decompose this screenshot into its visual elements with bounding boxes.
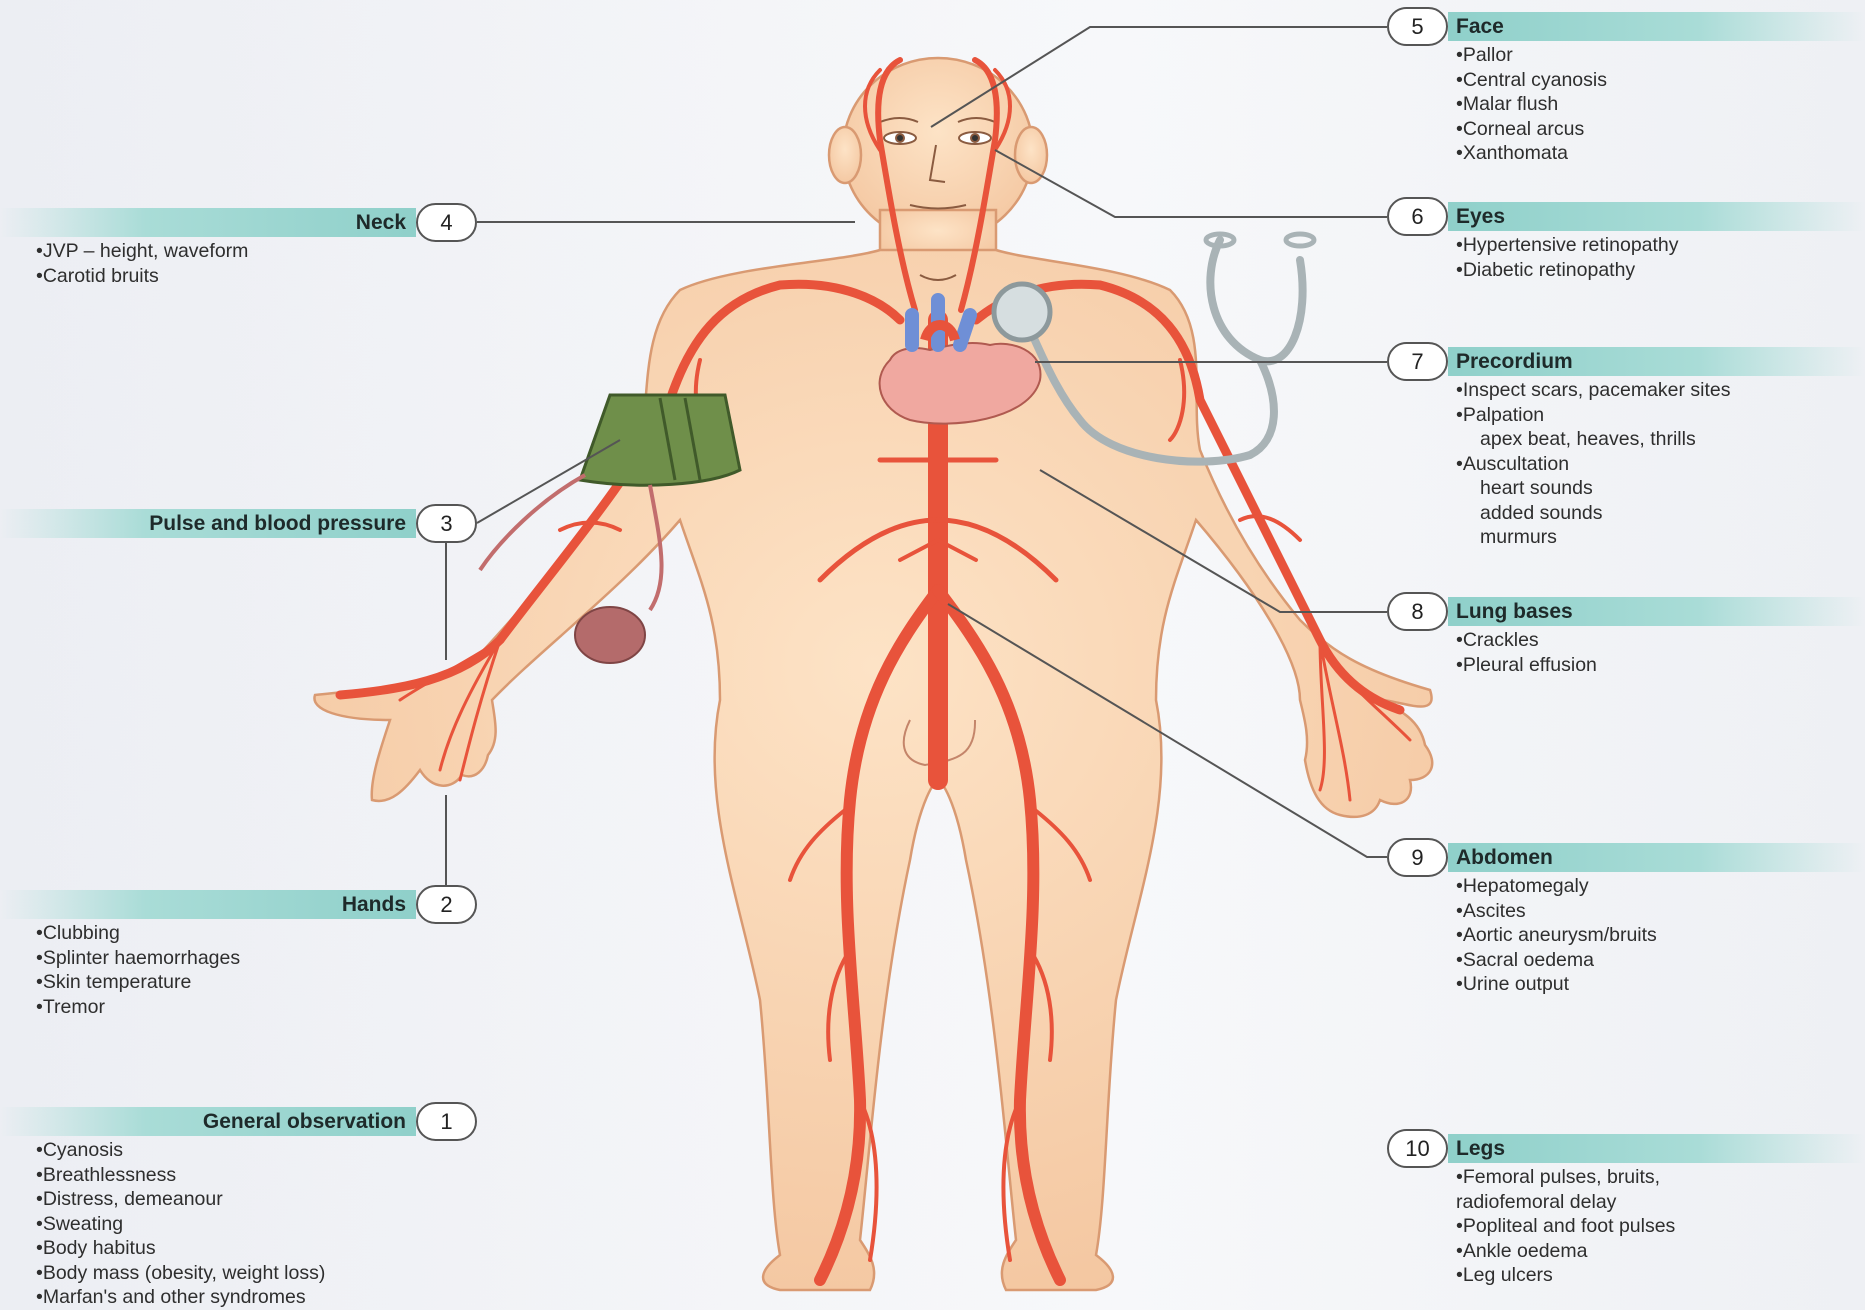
panel-face-number: 5: [1387, 7, 1448, 46]
list-item: Urine output: [1456, 972, 1657, 997]
list-item: Skin temperature: [36, 970, 240, 995]
list-item: Leg ulcers: [1456, 1263, 1675, 1288]
panel-precordium-title: Precordium: [1448, 347, 1865, 376]
panel-neck: Neck 4 JVP – height, waveform Carotid br…: [0, 208, 477, 298]
list-item: Carotid bruits: [36, 264, 248, 289]
list-item: apex beat, heaves, thrills: [1456, 427, 1731, 452]
list-item: added sounds: [1456, 501, 1731, 526]
list-item: Hepatomegaly: [1456, 874, 1657, 899]
panel-legs-title: Legs: [1448, 1134, 1865, 1163]
panel-precordium-number: 7: [1387, 342, 1448, 381]
list-item: Ascites: [1456, 899, 1657, 924]
panel-face: Face 5 Pallor Central cyanosis Malar flu…: [1387, 12, 1865, 172]
panel-general-observation-title: General observation: [0, 1107, 416, 1136]
list-item: Distress, demeanour: [36, 1187, 325, 1212]
list-item: Diabetic retinopathy: [1456, 258, 1679, 283]
body-silhouette: [314, 58, 1432, 1290]
list-item: Tremor: [36, 995, 240, 1020]
list-item: Splinter haemorrhages: [36, 946, 240, 971]
list-item: murmurs: [1456, 525, 1731, 550]
panel-face-title: Face: [1448, 12, 1865, 41]
list-item: Aortic aneurysm/bruits: [1456, 923, 1657, 948]
panel-hands-title: Hands: [0, 890, 416, 919]
panel-eyes-number: 6: [1387, 197, 1448, 236]
list-item: Inspect scars, pacemaker sites: [1456, 378, 1731, 403]
list-item: Auscultation: [1456, 452, 1731, 477]
panel-hands-number: 2: [416, 885, 477, 924]
list-item: Sacral oedema: [1456, 948, 1657, 973]
panel-eyes-title: Eyes: [1448, 202, 1865, 231]
list-item: Xanthomata: [1456, 141, 1607, 166]
panel-abdomen-number: 9: [1387, 838, 1448, 877]
panel-general-observation-list: Cyanosis Breathlessness Distress, demean…: [36, 1138, 325, 1310]
panel-neck-number: 4: [416, 203, 477, 242]
bp-bulb: [575, 607, 645, 663]
list-item: JVP – height, waveform: [36, 239, 248, 264]
list-item: Corneal arcus: [1456, 117, 1607, 142]
panel-abdomen-title: Abdomen: [1448, 843, 1865, 872]
panel-abdomen-list: Hepatomegaly Ascites Aortic aneurysm/bru…: [1456, 874, 1657, 997]
list-item: Femoral pulses, bruits,: [1456, 1165, 1675, 1190]
panel-eyes-list: Hypertensive retinopathy Diabetic retino…: [1456, 233, 1679, 282]
panel-neck-title: Neck: [0, 208, 416, 237]
list-item: Pleural effusion: [1456, 653, 1597, 678]
panel-lung-bases: Lung bases 8 Crackles Pleural effusion: [1387, 597, 1865, 687]
list-item: Palpation: [1456, 403, 1731, 428]
list-item: Malar flush: [1456, 92, 1607, 117]
panel-pulse-bp-number: 3: [416, 504, 477, 543]
list-item: heart sounds: [1456, 476, 1731, 501]
list-item: Hypertensive retinopathy: [1456, 233, 1679, 258]
panel-general-observation: General observation 1 Cyanosis Breathles…: [0, 1107, 477, 1304]
stethoscope-chestpiece: [994, 284, 1050, 340]
panel-general-observation-number: 1: [416, 1102, 477, 1141]
panel-neck-list: JVP – height, waveform Carotid bruits: [36, 239, 248, 288]
list-item: Body habitus: [36, 1236, 325, 1261]
panel-hands: Hands 2 Clubbing Splinter haemorrhages S…: [0, 890, 477, 1030]
panel-lung-bases-list: Crackles Pleural effusion: [1456, 628, 1597, 677]
list-item: radiofemoral delay: [1456, 1190, 1675, 1215]
list-item: Body mass (obesity, weight loss): [36, 1261, 325, 1286]
list-item: Crackles: [1456, 628, 1597, 653]
panel-precordium: Precordium 7 Inspect scars, pacemaker si…: [1387, 347, 1865, 557]
panel-eyes: Eyes 6 Hypertensive retinopathy Diabetic…: [1387, 202, 1865, 292]
panel-lung-bases-number: 8: [1387, 592, 1448, 631]
panel-face-list: Pallor Central cyanosis Malar flush Corn…: [1456, 43, 1607, 166]
list-item: Marfan's and other syndromes: [36, 1285, 325, 1310]
list-item: Breathlessness: [36, 1163, 325, 1188]
panel-precordium-list: Inspect scars, pacemaker sites Palpation…: [1456, 378, 1731, 550]
list-item: Ankle oedema: [1456, 1239, 1675, 1264]
panel-pulse-bp-title: Pulse and blood pressure: [0, 509, 416, 538]
list-item: Pallor: [1456, 43, 1607, 68]
panel-hands-list: Clubbing Splinter haemorrhages Skin temp…: [36, 921, 240, 1019]
list-item: Clubbing: [36, 921, 240, 946]
panel-lung-bases-title: Lung bases: [1448, 597, 1865, 626]
panel-legs-number: 10: [1387, 1129, 1448, 1168]
panel-pulse-bp: Pulse and blood pressure 3: [0, 509, 477, 549]
panel-legs: Legs 10 Femoral pulses, bruits, radiofem…: [1387, 1134, 1865, 1304]
panel-legs-list: Femoral pulses, bruits, radiofemoral del…: [1456, 1165, 1675, 1288]
list-item: Sweating: [36, 1212, 325, 1237]
list-item: Popliteal and foot pulses: [1456, 1214, 1675, 1239]
list-item: Cyanosis: [36, 1138, 325, 1163]
list-item: Central cyanosis: [1456, 68, 1607, 93]
panel-abdomen: Abdomen 9 Hepatomegaly Ascites Aortic an…: [1387, 843, 1865, 1003]
